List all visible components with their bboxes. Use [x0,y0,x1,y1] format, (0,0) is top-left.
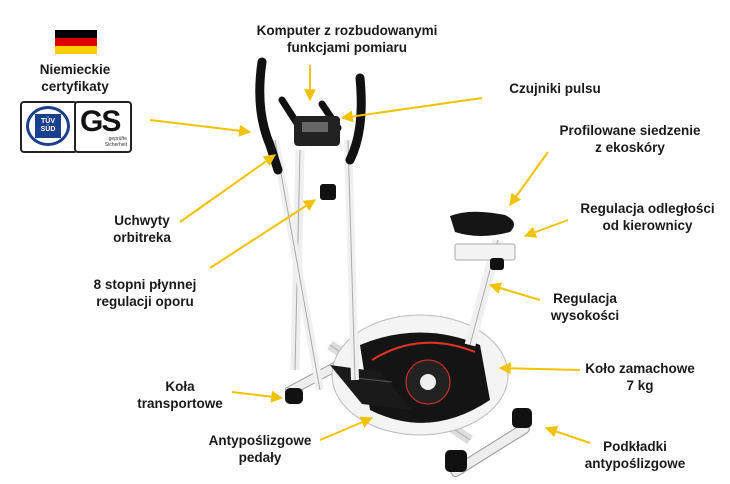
flag-stripe-red [55,38,97,46]
label-seat-distance-line1: Regulacja odległości [580,201,715,216]
tuv-text: TÜV [41,118,55,125]
label-wheels: Koła transportowe [120,378,240,412]
label-wheels-line2: transportowe [137,396,223,411]
label-seat: Profilowane siedzenie z ekoskóry [545,122,715,156]
label-flywheel-line2: 7 kg [626,378,654,393]
label-handlebars: Uchwyty orbitreka [92,212,192,246]
label-handlebars-line1: Uchwyty [114,213,170,228]
label-pads-line2: antypoślizgowe [584,456,686,471]
label-resistance-line1: 8 stopni płynnej [93,277,197,292]
label-wheels-line1: Koła [165,379,195,394]
label-seat-distance: Regulacja odległości od kierownicy [565,200,730,234]
flag-stripe-gold [55,46,97,54]
certification-title: Niemieckie certyfikaty [10,61,140,95]
label-pads: Podkładki antypoślizgowe [570,438,700,472]
flag-stripe-black [55,30,97,38]
rear-base [445,408,532,478]
label-resistance: 8 stopni płynnej regulacji oporu [70,276,220,310]
gs-sub-line1: geprüfte [108,136,127,142]
sud-text: SÜD [40,126,56,133]
pedals [330,365,412,410]
label-flywheel: Koło zamachowe 7 kg [565,360,715,394]
label-pedals-line1: Antypoślizgowe [208,433,312,448]
label-resistance-line2: regulacji oporu [96,294,194,309]
label-seat-line1: Profilowane siedzenie [559,123,701,138]
tuv-sud-logo: TÜV SÜD [20,101,78,153]
computer-console [294,116,340,146]
label-pedals: Antypoślizgowe pedały [195,432,325,466]
label-height-line2: wysokości [550,308,620,323]
label-height-line1: Regulacja [553,291,617,306]
callout-arrows [149,65,591,444]
gs-logo: GS geprüfte Sicherheit [74,101,132,153]
seat-slider [454,243,516,261]
german-flag [55,30,97,54]
label-pulse: Czujniki pulsu [495,80,615,97]
resistance-knob [320,184,336,200]
label-seat-distance-line2: od kierownicy [602,218,693,233]
label-height: Regulacja wysokości [530,290,640,324]
certification-title-line2: certyfikaty [41,79,109,94]
tuv-ring: TÜV SÜD [26,106,70,146]
label-pedals-line2: pedały [238,450,282,465]
gs-sub-line2: Sicherheit [104,142,127,148]
seat [450,211,514,236]
label-computer-line2: funkcjami pomiaru [286,40,408,55]
label-computer: Komputer z rozbudowanymi funkcjami pomia… [232,22,462,56]
label-flywheel-line1: Koło zamachowe [585,361,695,376]
gs-subtext: geprüfte Sicherheit [105,136,127,148]
label-seat-line2: z ekoskóry [595,140,665,155]
tuv-core: TÜV SÜD [35,114,61,138]
label-pulse-line1: Czujniki pulsu [509,81,601,96]
certification-title-line1: Niemieckie [39,62,111,77]
label-handlebars-line2: orbitreka [113,230,171,245]
label-computer-line1: Komputer z rozbudowanymi [256,23,438,38]
label-pads-line1: Podkładki [603,439,667,454]
gs-text: GS [80,105,121,138]
